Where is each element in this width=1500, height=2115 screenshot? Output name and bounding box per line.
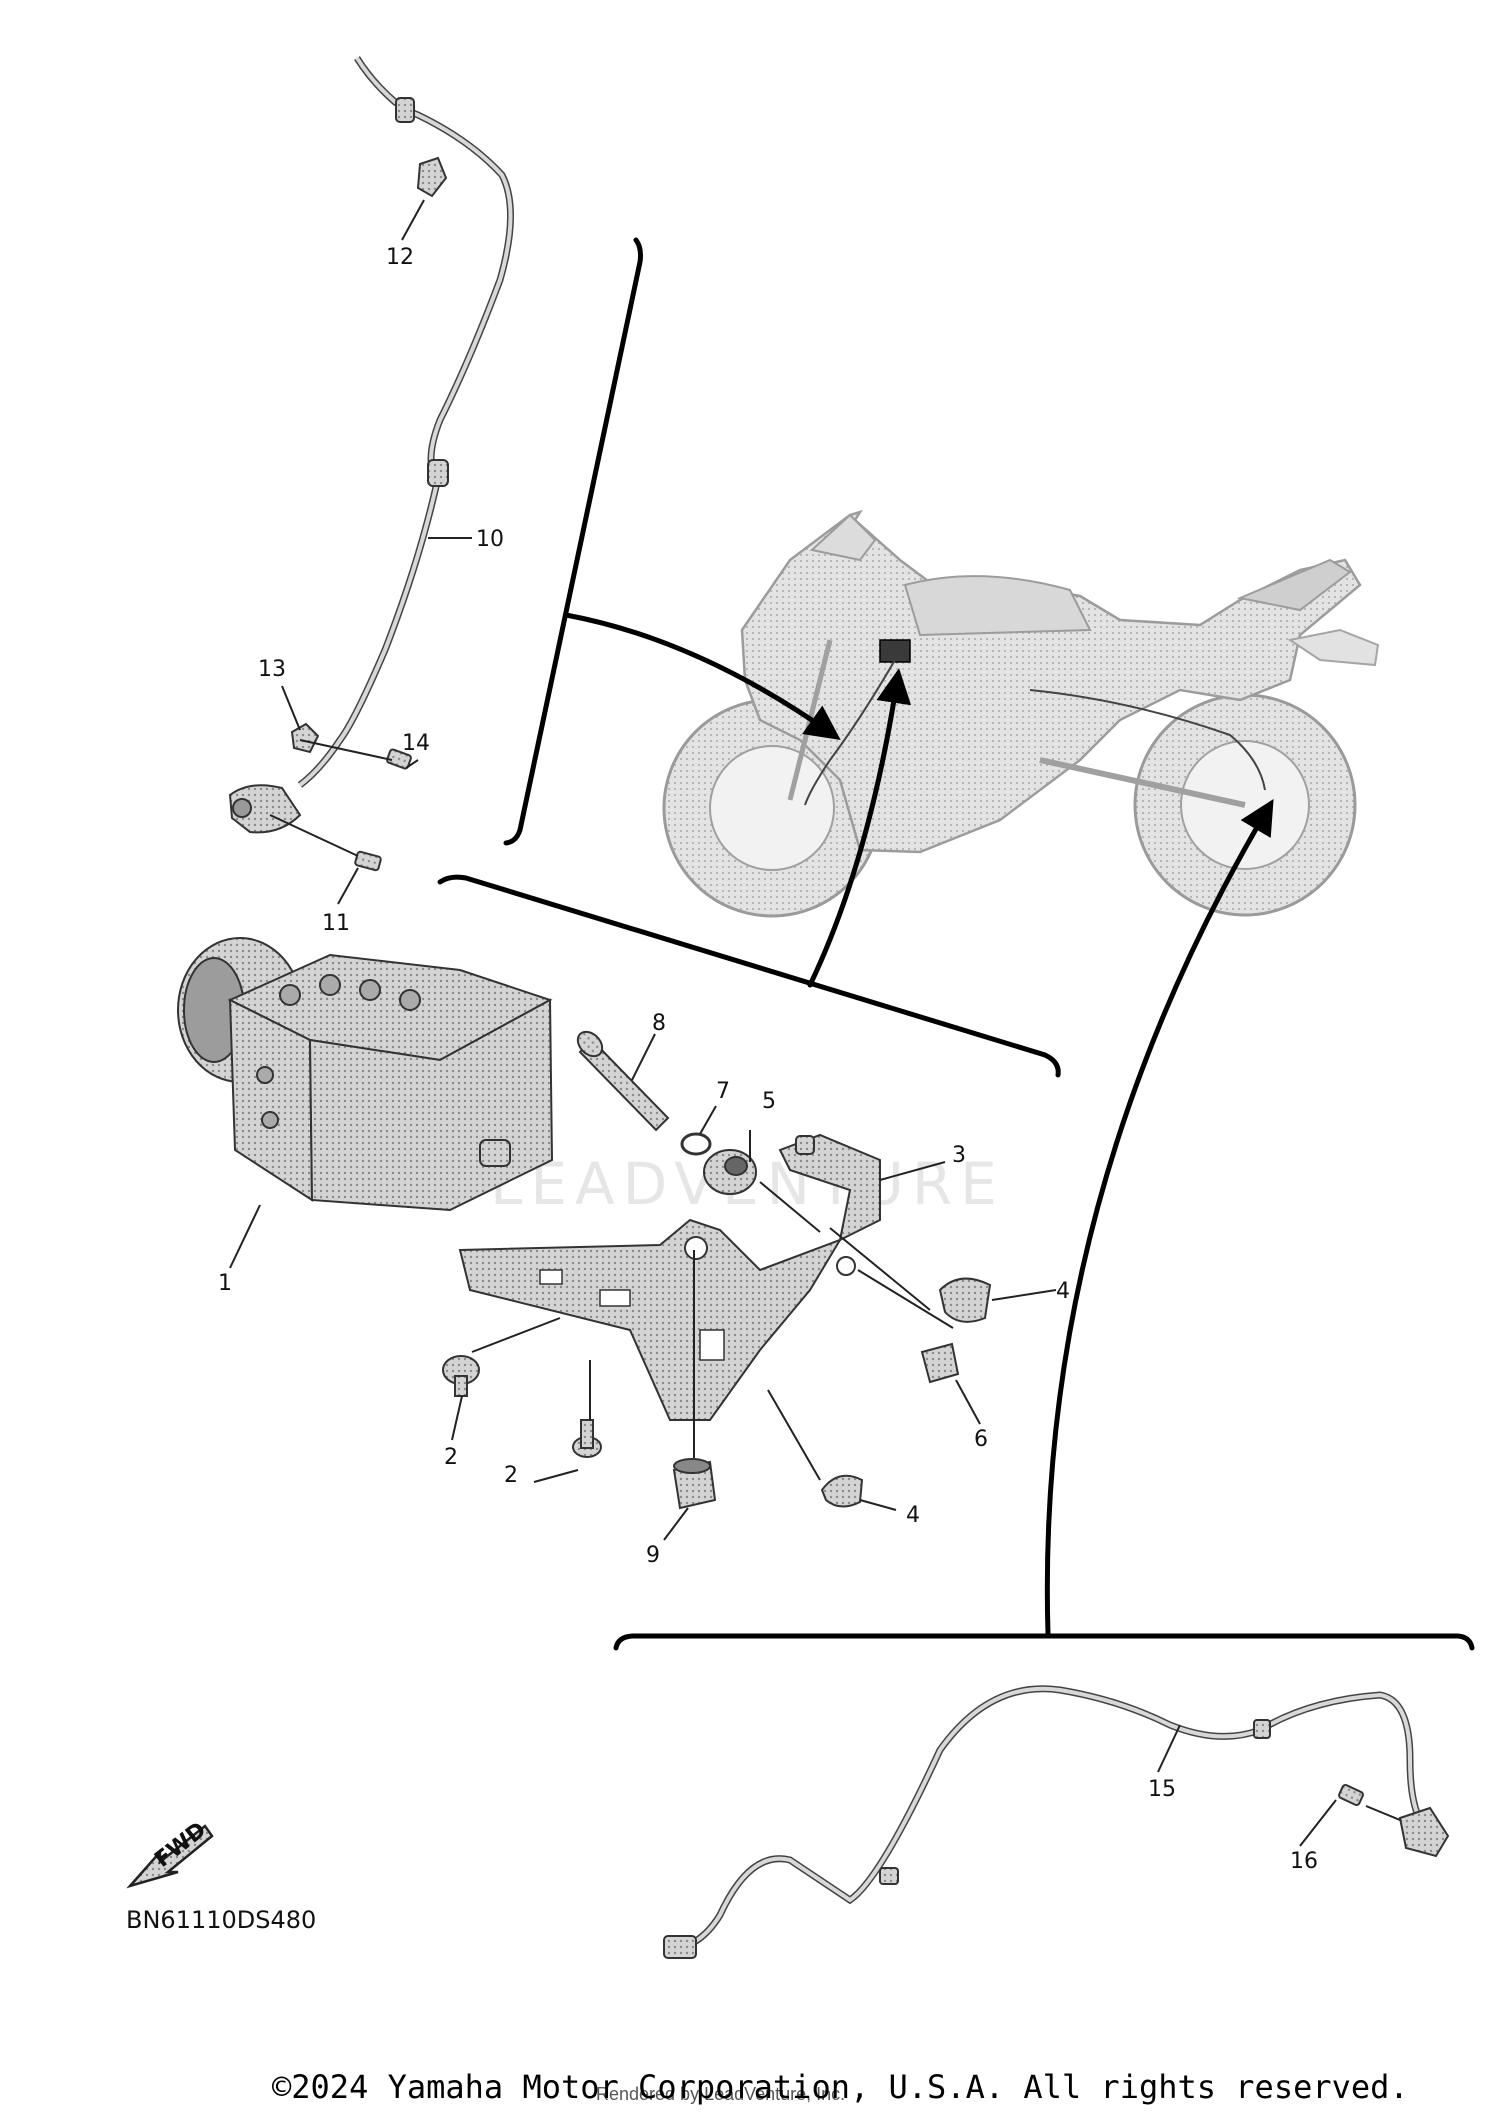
callout-6: 6 — [974, 1427, 988, 1452]
callout-16: 16 — [1290, 1849, 1318, 1874]
group-indicators — [437, 237, 1475, 1651]
callout-15: 15 — [1148, 1777, 1176, 1802]
front-clamp-part — [290, 722, 320, 754]
damper-4b-part — [820, 1474, 864, 1508]
abs-location-marker — [879, 639, 911, 663]
front-sensor-bracket — [503, 237, 643, 846]
callout-4a: 4 — [1056, 1279, 1070, 1304]
diagram-code: BN61110DS480 — [126, 1906, 317, 1934]
front-sensor-lead — [228, 56, 515, 834]
copyright-text: ©2024 Yamaha Motor Corporation, U.S.A. A… — [272, 2068, 1409, 2106]
motorcycle-silhouette — [662, 509, 1380, 918]
abs-bracket — [437, 874, 1061, 1078]
rear-sensor-bracket — [613, 1633, 1475, 1651]
damper-5-part — [703, 1149, 757, 1195]
callout-13: 13 — [258, 657, 286, 682]
rear-sensor-lead — [663, 1685, 1450, 1959]
callout-numbers: 1 2 2 3 4 4 5 6 7 8 9 10 11 12 13 14 15 … — [218, 245, 1318, 1874]
bolt-11-part — [354, 850, 382, 872]
clamp-part — [416, 156, 448, 198]
callout-3: 3 — [952, 1143, 966, 1168]
collar-6-part — [920, 1342, 960, 1384]
callout-5: 5 — [762, 1089, 776, 1114]
fairing — [740, 509, 1362, 854]
bolt-2a-part — [442, 1355, 480, 1397]
stay-part-3 — [778, 1133, 881, 1242]
rear-sensor-bolt-16 — [1338, 1783, 1364, 1807]
callout-11: 11 — [322, 911, 350, 936]
hydraulic-unit — [177, 937, 554, 1212]
callout-2a: 2 — [444, 1445, 458, 1470]
callout-9: 9 — [646, 1543, 660, 1568]
callout-14: 14 — [402, 731, 430, 756]
callout-7: 7 — [716, 1079, 730, 1104]
abs-bracket-part — [458, 1218, 856, 1421]
callout-12: 12 — [386, 245, 414, 270]
damper-9-part — [672, 1458, 717, 1510]
callout-1: 1 — [218, 1271, 232, 1296]
callout-8: 8 — [652, 1011, 666, 1036]
damper-4a-part — [938, 1277, 992, 1323]
rendered-by-text: Rendered by LeadVenture, Inc. — [596, 2084, 846, 2104]
callout-4b: 4 — [906, 1503, 920, 1528]
callout-10: 10 — [476, 527, 504, 552]
fwd-direction-arrow: FWD — [126, 1818, 214, 1889]
bolt-8-part — [576, 1030, 670, 1132]
bolt-14-part — [386, 748, 412, 770]
leader-lines — [229, 199, 1401, 1847]
callout-2b: 2 — [504, 1463, 518, 1488]
washer-7-part — [680, 1132, 712, 1156]
bolt-2b-part — [572, 1419, 602, 1458]
